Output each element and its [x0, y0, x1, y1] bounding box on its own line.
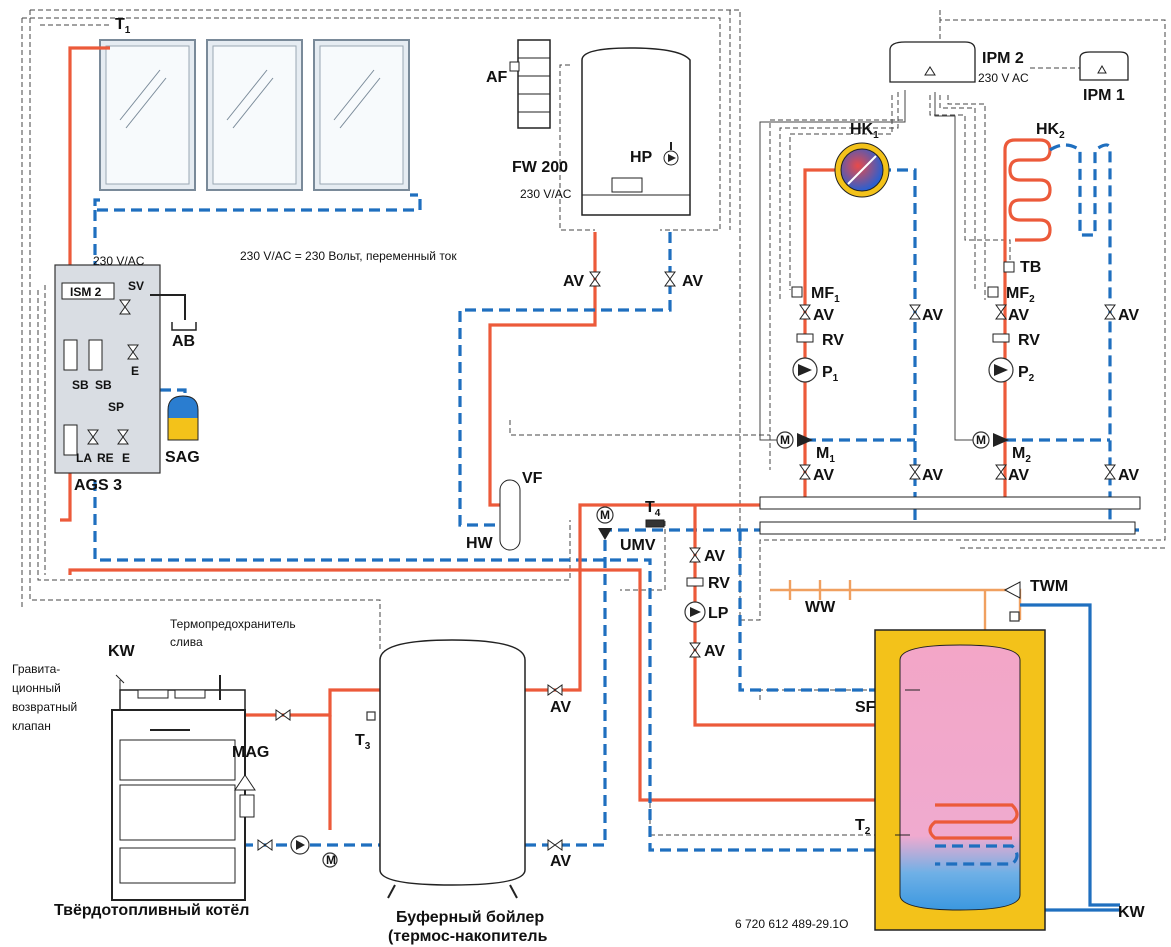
label-av-hk1-return: AV: [922, 307, 943, 324]
label-ags-voltage: 230 V/AC: [93, 254, 145, 268]
label-rv-lp: RV: [708, 575, 730, 592]
dhw-cylinder: [874, 629, 1046, 931]
label-hk2: HK2: [1036, 121, 1065, 141]
label-fw-voltage: 230 V/AC: [520, 187, 572, 201]
label-af: AF: [486, 69, 508, 86]
label-ipm2-voltage: 230 V AC: [978, 71, 1029, 85]
label-sag: SAG: [165, 449, 200, 466]
label-av-buffer-upper: AV: [550, 699, 571, 716]
label-kw-left: KW: [108, 643, 136, 660]
mixing-valves: [322, 431, 1021, 868]
label-umv: UMV: [620, 537, 656, 554]
label-sb1: SB: [72, 378, 89, 392]
label-buffer-title-1: Буферный бойлер: [396, 909, 544, 926]
ipm-modules: [889, 41, 1129, 83]
outdoor-sensor-wall: [509, 39, 551, 129]
label-p2: P2: [1018, 364, 1035, 384]
label-p1: P1: [822, 364, 839, 384]
label-motor-m1: M: [780, 433, 790, 447]
label-hk1: HK1: [850, 121, 879, 141]
label-e1: E: [131, 364, 139, 378]
label-av-hk1-lower-return: AV: [922, 467, 943, 484]
label-kw-right: KW: [1118, 904, 1146, 921]
label-e2: E: [122, 451, 130, 465]
label-fw200: FW 200: [512, 159, 568, 176]
label-av-fw-supply: AV: [563, 273, 584, 290]
label-ab: AB: [172, 333, 195, 350]
solid-fuel-boiler: [111, 674, 246, 901]
label-t1: T1: [115, 16, 131, 36]
label-gravity-valve-4: клапан: [12, 719, 51, 733]
label-voltage-note: 230 V/AC = 230 Вольт, переменный ток: [240, 249, 457, 263]
wall-boiler: [581, 47, 691, 216]
label-ww: WW: [805, 599, 836, 616]
label-motor-boiler: M: [326, 853, 336, 867]
label-av-hk2-lower-return: AV: [1118, 467, 1139, 484]
label-buffer-title-2: (термос-накопитель: [388, 928, 548, 945]
check-valves: [686, 333, 1010, 587]
label-av-buffer-lower: AV: [550, 853, 571, 870]
label-av-hk1-lower-supply: AV: [813, 467, 834, 484]
label-mf1: MF1: [811, 285, 840, 305]
labels: T1 AF FW 200 HP 230 V/AC IPM 2 230 V AC …: [12, 16, 1146, 945]
label-ags3: AGS 3: [74, 477, 122, 494]
label-rv-hk1: RV: [822, 332, 844, 349]
label-ipm2: IPM 2: [982, 50, 1024, 67]
label-av-lp-upper: AV: [704, 548, 725, 565]
label-re: RE: [97, 451, 114, 465]
label-gravity-valve-1: Гравита-: [12, 662, 60, 676]
label-av-hk2-supply: AV: [1008, 307, 1029, 324]
buffer-tank: [366, 639, 526, 899]
label-code: 6 720 612 489-29.1O: [735, 917, 848, 931]
label-sf: SF: [855, 699, 876, 716]
label-av-hk1-supply: AV: [813, 307, 834, 324]
label-t2: T2: [855, 817, 871, 837]
solar-station: [54, 264, 199, 474]
label-motor-m2: M: [976, 433, 986, 447]
label-gravity-valve-3: возвратный: [12, 700, 77, 714]
label-ipm1: IPM 1: [1083, 87, 1125, 104]
sensors: [234, 261, 1015, 818]
label-thermal-protector-1: Термопредохранитель: [170, 617, 296, 631]
label-av-hk2-return: AV: [1118, 307, 1139, 324]
label-thermal-protector-2: слива: [170, 635, 203, 649]
label-tb: TB: [1020, 259, 1041, 276]
label-mf2: MF2: [1006, 285, 1035, 305]
label-av-fw-return: AV: [682, 273, 703, 290]
label-twm: TWM: [1030, 578, 1068, 595]
label-hp: HP: [630, 149, 653, 166]
label-t4: T4: [645, 499, 661, 519]
label-av-hk2-lower-supply: AV: [1008, 467, 1029, 484]
label-gravity-valve-2: ционный: [12, 681, 61, 695]
label-mag: MAG: [232, 744, 269, 761]
label-rv-hk2: RV: [1018, 332, 1040, 349]
solar-collectors: [99, 39, 410, 191]
label-hw: HW: [466, 535, 494, 552]
label-motor-umv: M: [600, 508, 610, 522]
label-sv: SV: [128, 279, 144, 293]
label-sp: SP: [108, 400, 124, 414]
label-lp: LP: [708, 605, 729, 622]
label-m2: M2: [1012, 445, 1031, 465]
label-la: LA: [76, 451, 92, 465]
label-sb2: SB: [95, 378, 112, 392]
label-m1: M1: [816, 445, 835, 465]
label-vf: VF: [522, 470, 543, 487]
label-ism2: ISM 2: [70, 285, 102, 299]
label-av-lp-lower: AV: [704, 643, 725, 660]
label-boiler-title: Твёрдотопливный котёл: [54, 902, 249, 919]
ball-valves: [257, 271, 1116, 851]
label-t3: T3: [355, 732, 371, 752]
